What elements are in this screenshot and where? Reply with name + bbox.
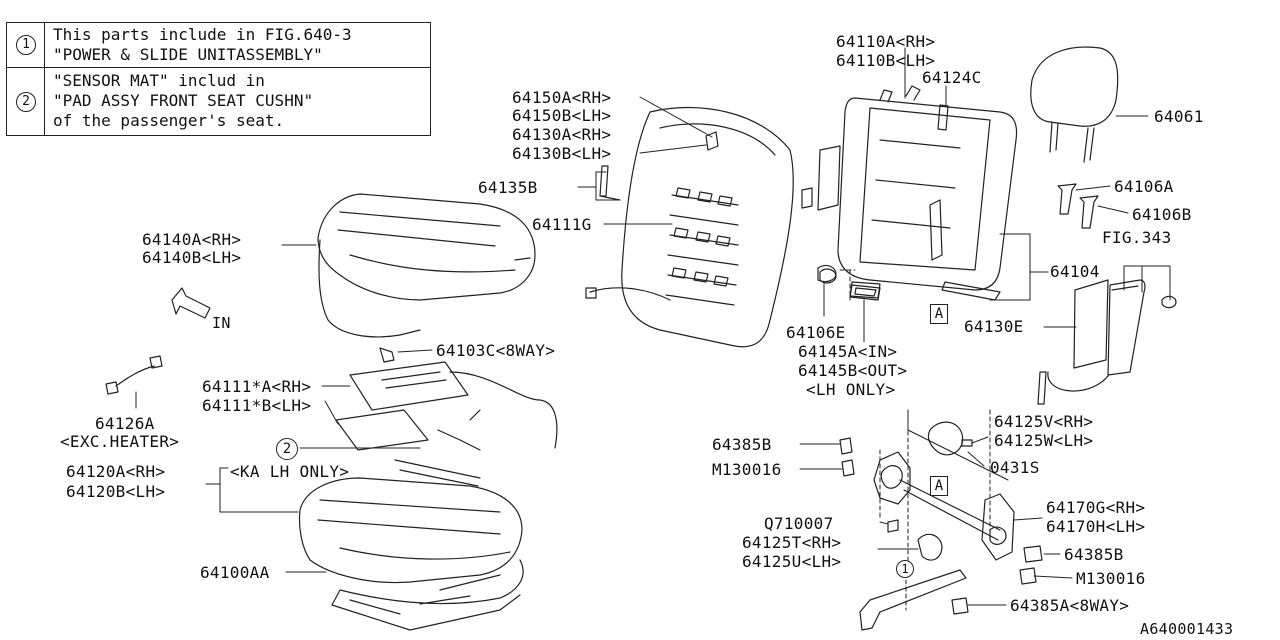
- recliner-assembly-illustration: [839, 421, 1043, 631]
- part-note: <LH ONLY>: [806, 380, 896, 399]
- part-label: 64061: [1154, 107, 1204, 126]
- note-number-1: 1: [16, 35, 36, 55]
- seat-cushion-cover-illustration: [317, 193, 536, 363]
- part-label: 64140B<LH>: [142, 248, 242, 267]
- seat-cushion-frame-illustration: [331, 559, 524, 631]
- notes-table: 1 This parts include in FIG.640-3 "POWER…: [6, 22, 431, 136]
- part-label: 64385A<8WAY>: [1010, 596, 1130, 615]
- part-label: 64150A<RH>: [512, 88, 612, 107]
- note-1-line-1: This parts include in FIG.640-3: [53, 25, 352, 44]
- part-label: 64145A<IN>: [798, 342, 898, 361]
- figure-reference: FIG.343: [1102, 228, 1172, 247]
- note-2-line-3: of the passenger's seat.: [53, 111, 285, 130]
- note-number-2: 2: [16, 92, 36, 112]
- part-label: 64125W<LH>: [994, 431, 1094, 450]
- note-number-cell: 2: [7, 68, 45, 135]
- headrest-guide-illustration: [1057, 183, 1099, 229]
- part-label: 64150B<LH>: [512, 106, 612, 125]
- note-1-line-2: "POWER & SLIDE UNITASSEMBLY": [53, 45, 323, 64]
- note-2-line-1: "SENSOR MAT" includ in: [53, 71, 265, 90]
- part-label: 64110A<RH>: [836, 32, 936, 51]
- part-label: 64140A<RH>: [142, 230, 242, 249]
- note-row-1: 1 This parts include in FIG.640-3 "POWER…: [7, 23, 430, 68]
- document-id: A640001433: [1140, 620, 1234, 638]
- heater-pad-illustration: [105, 355, 558, 451]
- reference-marker-a: A: [930, 304, 948, 324]
- part-label: 64130B<LH>: [512, 144, 612, 163]
- direction-arrow-in: [171, 287, 211, 319]
- part-label: 64110B<LH>: [836, 51, 936, 70]
- part-label: 64385B: [712, 435, 772, 454]
- callout-2: 2: [276, 438, 298, 460]
- part-label: 64385B: [1064, 545, 1124, 564]
- part-label: 64120A<RH>: [66, 462, 166, 481]
- part-label: 0431S: [990, 458, 1040, 477]
- part-label: Q710007: [764, 514, 834, 533]
- part-label: 64103C<8WAY>: [436, 341, 556, 360]
- part-label: 64130A<RH>: [512, 125, 612, 144]
- part-label: 64111*A<RH>: [202, 377, 312, 396]
- part-note: <EXC.HEATER>: [60, 432, 180, 451]
- part-label: M130016: [1076, 569, 1146, 588]
- part-label: 64104: [1050, 262, 1100, 281]
- note-2-line-2: "PAD ASSY FRONT SEAT CUSHN": [53, 91, 314, 110]
- part-label: 64135B: [478, 178, 538, 197]
- part-label: 64130E: [964, 317, 1024, 336]
- seat-back-frame-illustration: [801, 85, 1018, 301]
- seat-back-pad-illustration: [585, 106, 794, 348]
- note-row-2: 2 "SENSOR MAT" includ in "PAD ASSY FRONT…: [7, 68, 430, 135]
- part-label: 64125U<LH>: [742, 552, 842, 571]
- part-label: 64126A: [95, 414, 155, 433]
- part-label: M130016: [712, 460, 782, 479]
- callout-1: 1: [896, 560, 914, 578]
- part-label: 64106E: [786, 323, 846, 342]
- part-label: 64100AA: [200, 563, 270, 582]
- part-label: 64170G<RH>: [1046, 498, 1146, 517]
- part-note: <KA LH ONLY>: [230, 462, 350, 481]
- part-label: 64120B<LH>: [66, 482, 166, 501]
- reference-marker-a: A: [930, 476, 948, 496]
- note-number-cell: 1: [7, 23, 45, 67]
- part-label: 64125T<RH>: [742, 533, 842, 552]
- direction-label: IN: [212, 314, 231, 332]
- side-airbag-illustration: [1037, 279, 1177, 405]
- part-label: 64145B<OUT>: [798, 361, 908, 380]
- part-label: 64106B: [1132, 205, 1192, 224]
- headrest-illustration: [1030, 46, 1119, 163]
- leader-lines: [135, 47, 1171, 611]
- seat-cushion-pad-illustration: [298, 459, 523, 584]
- part-label: 64111G: [532, 215, 592, 234]
- part-label: 64125V<RH>: [994, 412, 1094, 431]
- part-label: 64106A: [1114, 177, 1174, 196]
- part-label: 64170H<LH>: [1046, 517, 1146, 536]
- part-label: 64124C: [922, 68, 982, 87]
- part-label: 64111*B<LH>: [202, 396, 312, 415]
